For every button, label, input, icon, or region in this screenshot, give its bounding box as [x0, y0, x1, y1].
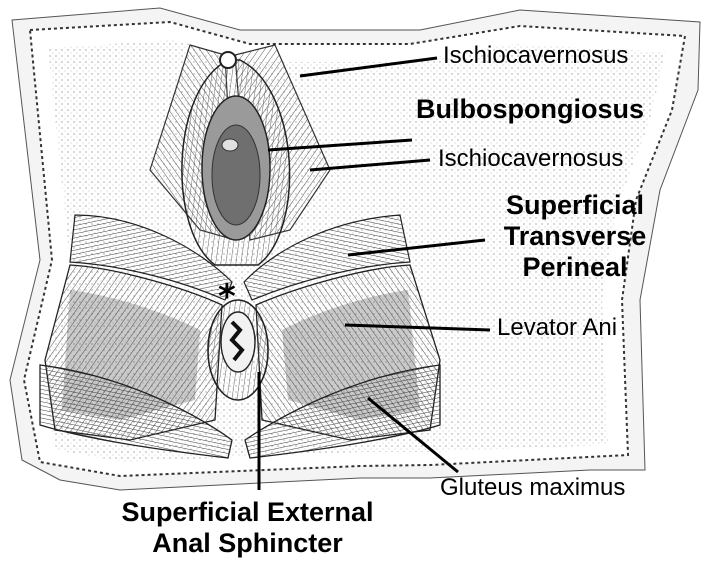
- label-gluteus-maximus: Gluteus maximus: [440, 474, 625, 502]
- label-seas-line-1: Superficial External: [80, 497, 415, 528]
- label-bulbospongiosus: Bulbospongiosus: [416, 94, 644, 125]
- label-seas-line-2: Anal Sphincter: [80, 528, 415, 559]
- label-superficial-external-anal-sphincter: Superficial External Anal Sphincter: [80, 497, 415, 559]
- label-stp-line-3: Perineal: [486, 252, 664, 283]
- label-ischiocavernosus-mid: Ischiocavernosus: [438, 145, 623, 173]
- label-stp-line-2: Transverse: [486, 221, 664, 252]
- perineal-body-marker: *: [218, 280, 236, 314]
- label-superficial-transverse-perineal: Superficial Transverse Perineal: [486, 190, 664, 283]
- label-ischiocavernosus-top: Ischiocavernosus: [443, 42, 628, 70]
- urethra-opening: [220, 52, 236, 68]
- label-stp-line-1: Superficial: [486, 190, 664, 221]
- label-levator-ani: Levator Ani: [497, 314, 617, 342]
- anal-opening: [221, 312, 255, 372]
